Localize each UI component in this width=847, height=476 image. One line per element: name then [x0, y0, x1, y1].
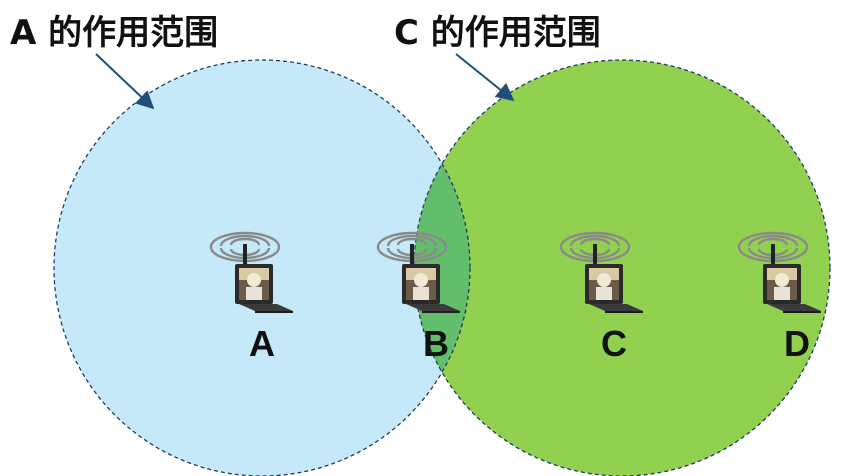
node-d-label: D: [784, 323, 810, 364]
node-a-label: A: [249, 323, 275, 364]
range-c-label: C 的作用范围: [394, 13, 601, 53]
node-c: C: [559, 231, 645, 364]
node-b-label: B: [423, 323, 449, 364]
node-a: A: [209, 231, 295, 364]
node-c-label: C: [601, 323, 627, 364]
range-a-label: A 的作用范围: [10, 13, 218, 53]
range-a-arrow: [95, 53, 155, 110]
range-c-arrow: [455, 53, 515, 102]
range-a-border: [53, 59, 471, 476]
node-d: D: [737, 231, 823, 364]
node-b: B: [376, 231, 462, 364]
